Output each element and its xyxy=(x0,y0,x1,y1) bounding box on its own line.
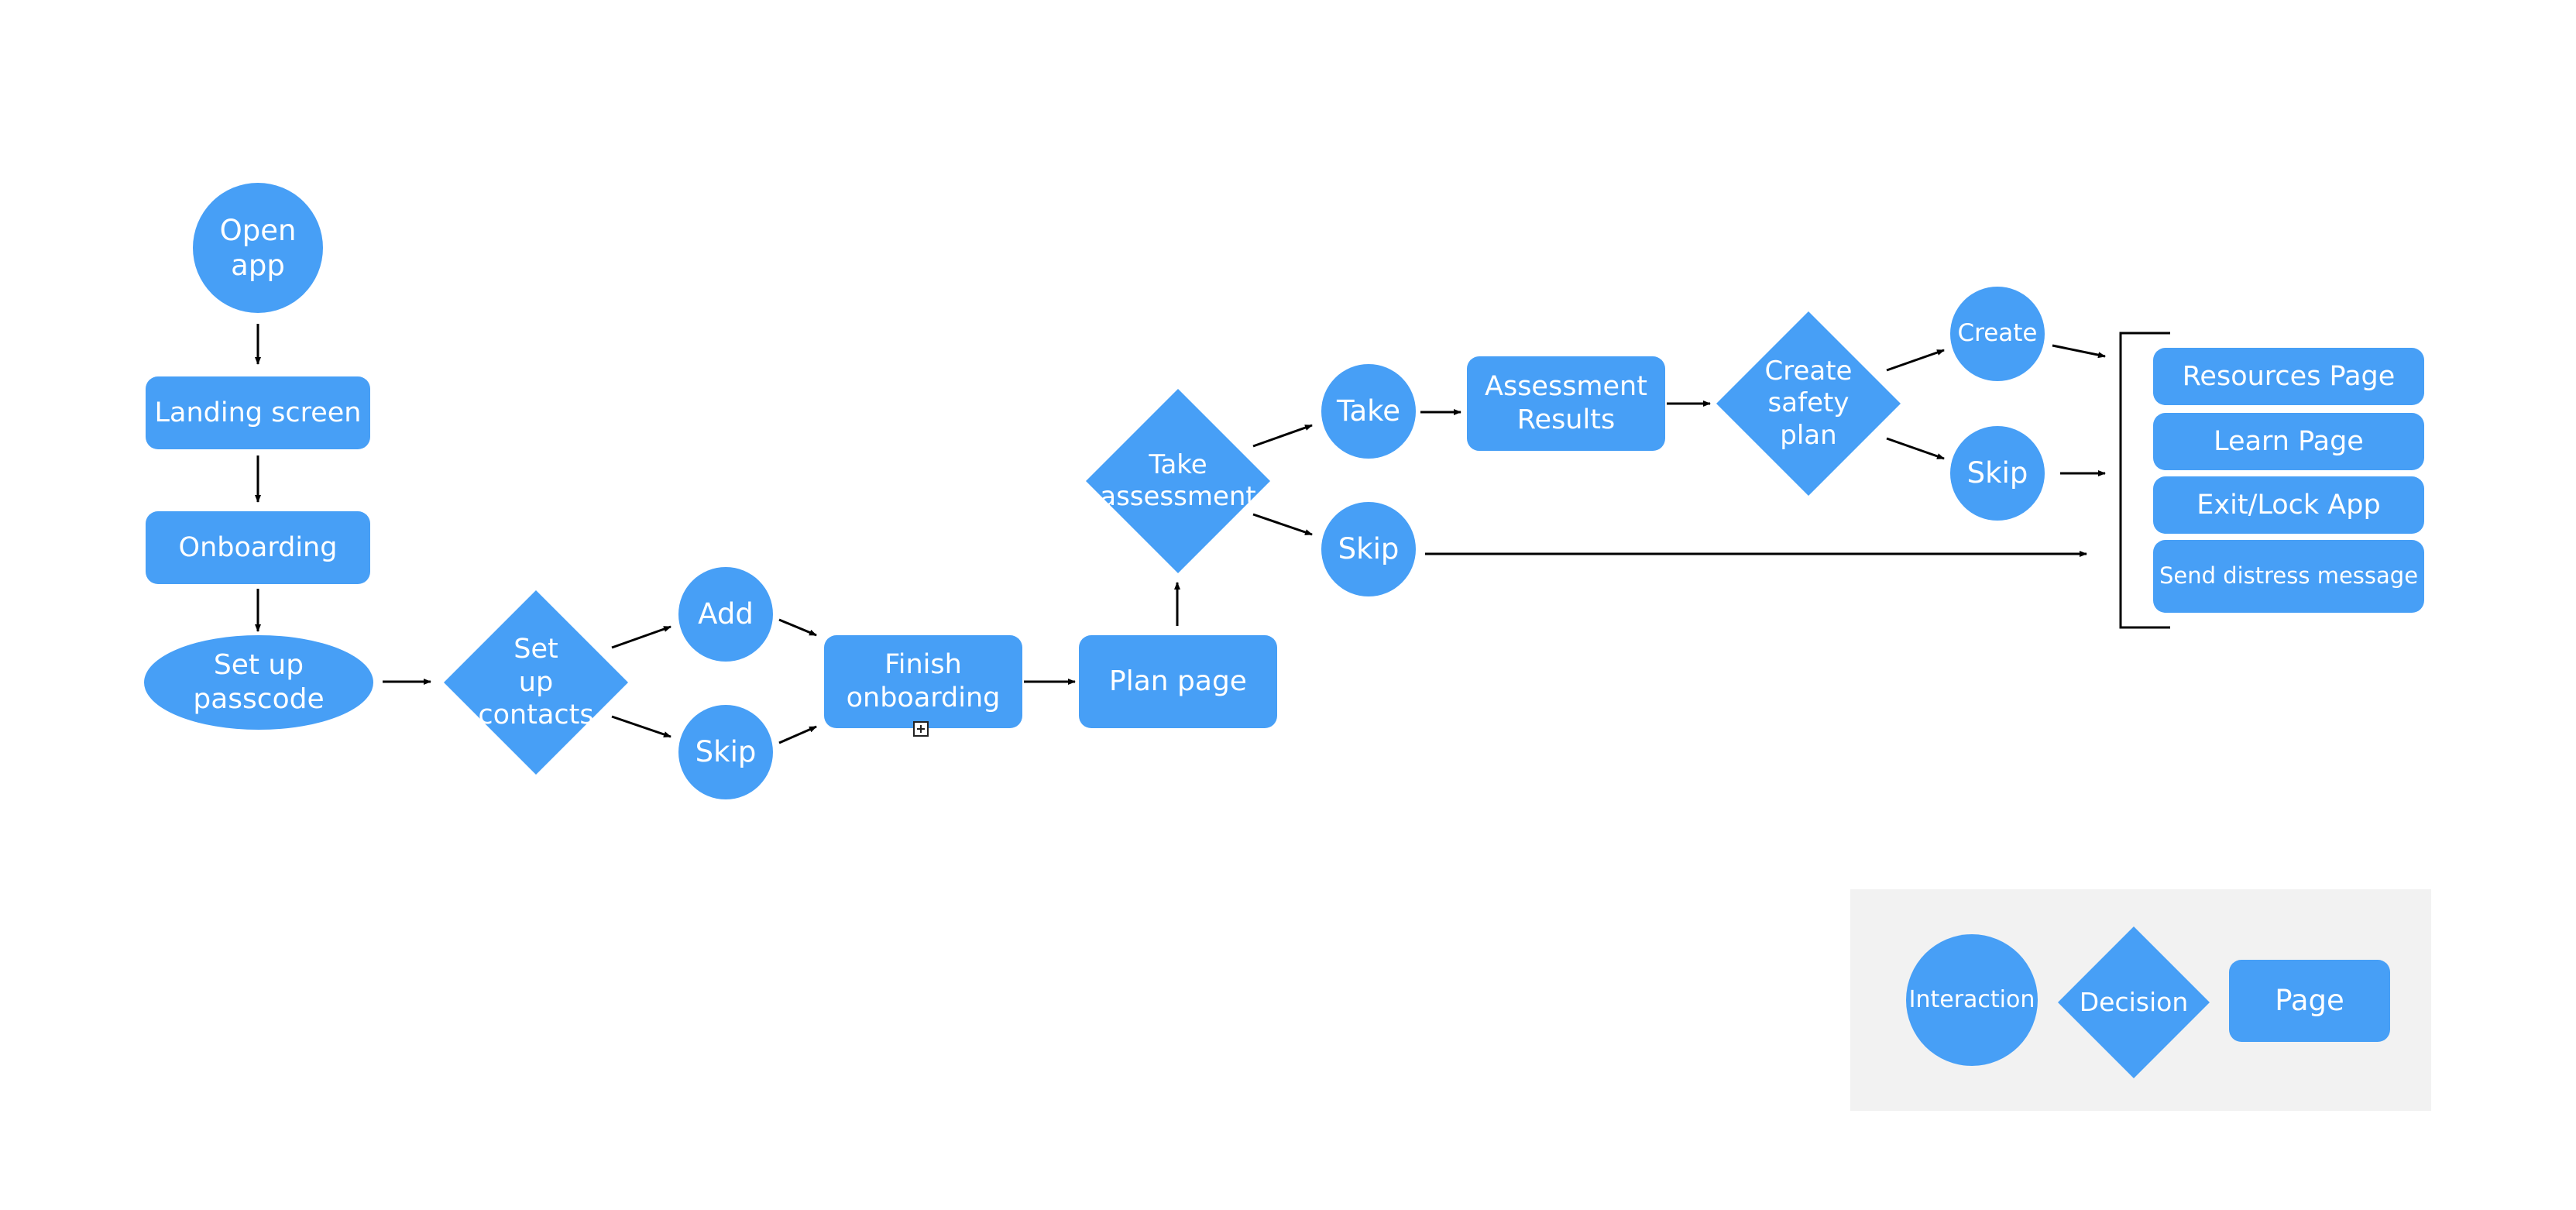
plan-page-node: Plan page xyxy=(1079,635,1277,728)
legend-page-swatch: Page xyxy=(2229,960,2390,1042)
plus-square-icon[interactable] xyxy=(913,721,929,737)
onboarding-node: Onboarding xyxy=(146,511,370,584)
resources-page-node: Resources Page xyxy=(2153,348,2424,405)
skip-plan-node: Skip xyxy=(1950,426,2045,521)
edge-skip-to-finish xyxy=(778,725,817,744)
open-app-node: Open app xyxy=(193,183,323,313)
landing-screen-node: Landing screen xyxy=(146,376,370,449)
take-assessment-node: Take xyxy=(1321,364,1416,459)
pages-group-bracket xyxy=(2119,332,2170,629)
set-up-passcode-node: Set up passcode xyxy=(144,635,373,730)
exit-lock-app-node: Exit/Lock App xyxy=(2153,476,2424,534)
edge-add-to-finish xyxy=(778,618,817,637)
create-plan-node: Create xyxy=(1950,287,2045,381)
legend: Interaction Decision Page xyxy=(1850,889,2431,1111)
skip-contacts-node: Skip xyxy=(678,705,773,799)
add-contacts-node: Add xyxy=(678,567,773,662)
create-safety-plan-decision: Create safety plan xyxy=(1716,311,1901,496)
legend-decision-swatch: Decision xyxy=(2058,926,2210,1078)
send-distress-message-node: Send distress message xyxy=(2153,540,2424,613)
finish-onboarding-node: Finish onboarding xyxy=(824,635,1022,728)
skip-assessment-node: Skip xyxy=(1321,502,1416,596)
assessment-results-node: Assessment Results xyxy=(1467,356,1665,451)
set-up-contacts-decision: Set up contacts xyxy=(444,590,628,775)
take-assessment-decision: Take assessment xyxy=(1086,389,1270,573)
learn-page-node: Learn Page xyxy=(2153,413,2424,470)
legend-interaction-swatch: Interaction xyxy=(1906,934,2038,1066)
edge-create-to-pages xyxy=(2052,344,2106,359)
